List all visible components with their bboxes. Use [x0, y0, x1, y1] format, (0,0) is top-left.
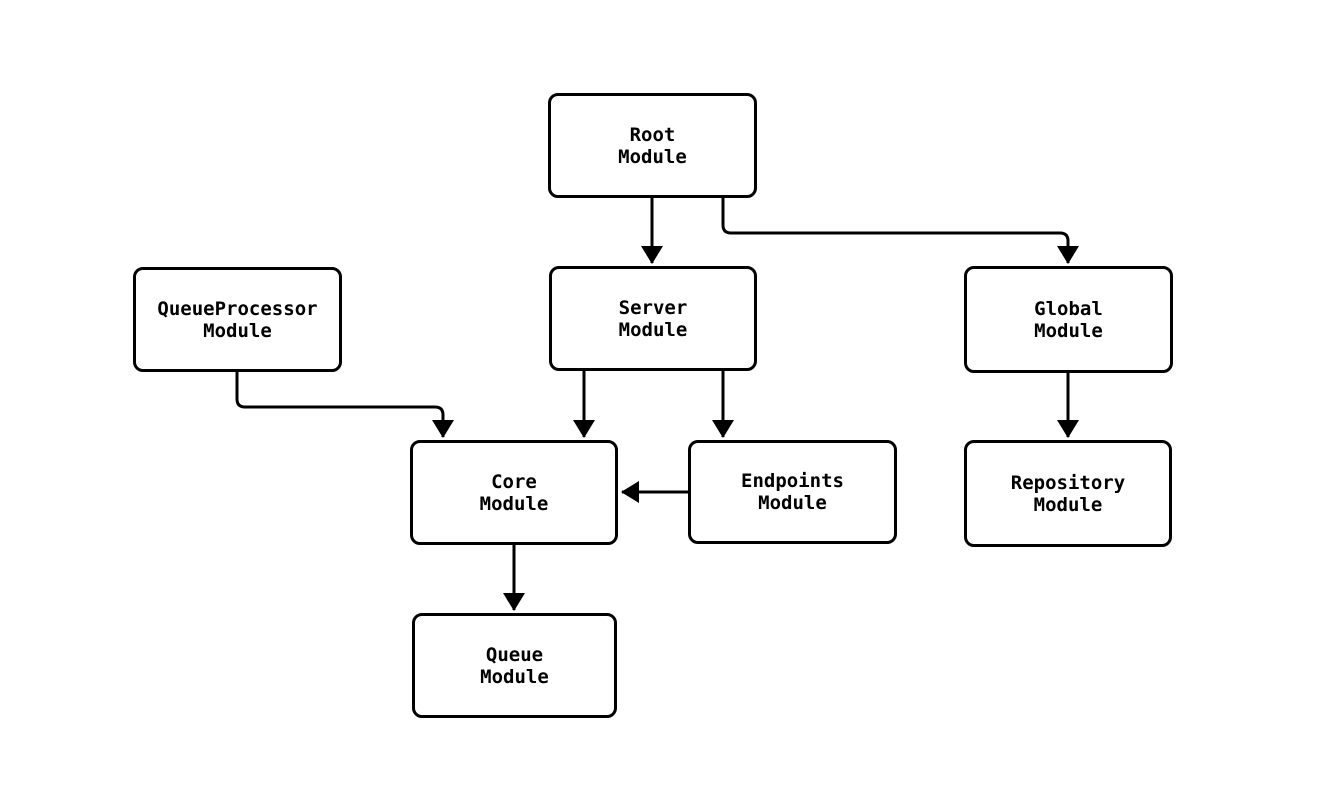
node-endpoints-module-label: Endpoints Module [741, 470, 844, 514]
node-repository-module-label: Repository Module [1010, 471, 1126, 516]
node-root-module-label: Root Module [618, 123, 687, 168]
edge-queueprocessor-to-core-arrow [235, 372, 454, 438]
edge-root-to-global-arrow [721, 198, 1079, 264]
node-server-module: Server Module [549, 266, 757, 371]
node-root-module: Root Module [548, 93, 757, 198]
node-queueprocessor-module-label: QueueProcessor Module [157, 297, 318, 342]
node-global-module: Global Module [964, 266, 1173, 373]
node-server-module-label: Server Module [618, 296, 688, 341]
node-global-module-label: Global Module [1034, 297, 1103, 342]
node-queueprocessor-module: QueueProcessor Module [133, 267, 342, 372]
node-queue-module-label: Queue Module [480, 643, 549, 688]
node-core-module-label: Core Module [479, 470, 549, 515]
node-endpoints-module: Endpoints Module [688, 440, 897, 544]
node-core-module: Core Module [410, 440, 618, 545]
node-queue-module: Queue Module [412, 613, 617, 718]
node-repository-module: Repository Module [964, 440, 1172, 547]
